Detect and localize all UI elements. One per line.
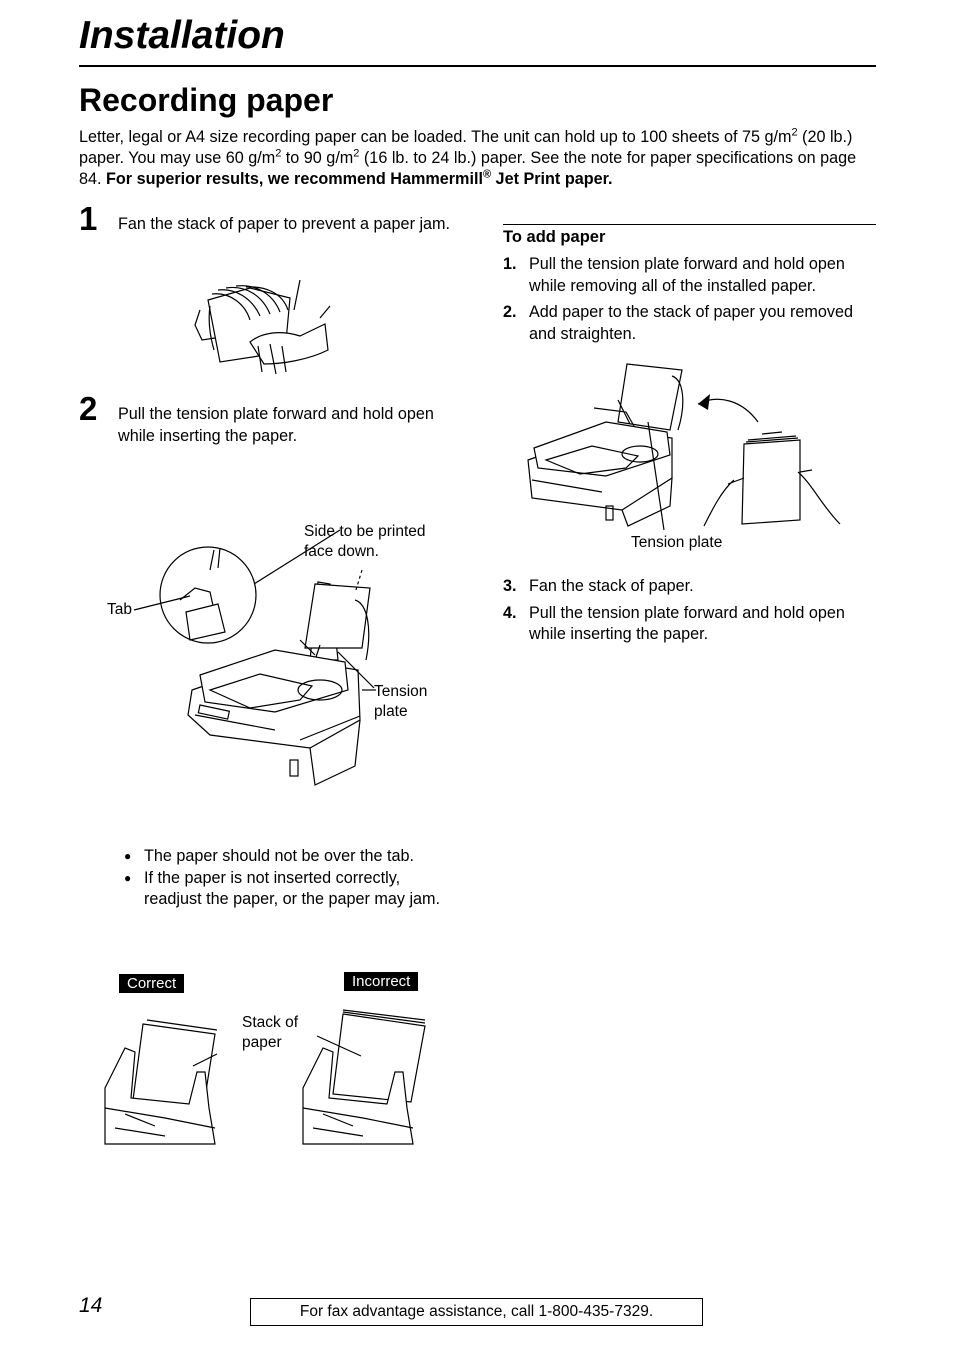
intro-sup-1: 2: [791, 126, 798, 139]
fan-paper-illustration: [194, 279, 331, 375]
intro-text-4: (16 lb. to 24 lb.) paper. See the note f…: [79, 149, 857, 188]
intro-sup-2: 2: [275, 147, 282, 160]
fax-insert-paper-illustration: [133, 529, 376, 786]
registered-mark: ®: [482, 168, 492, 181]
incorrect-badge: Incorrect: [344, 972, 419, 991]
add-paper-rule: [503, 224, 876, 225]
intro-text-3: to 90 g/m: [281, 149, 354, 167]
add-paper-step: 3. Fan the stack of paper.: [503, 576, 878, 598]
side-printed-label: Side to be printed face down.: [304, 523, 426, 560]
intro-text-2: (20 lb.) paper. You may use 60 g/m: [79, 128, 853, 167]
intro-recommend: For superior results, we recommend Hamme…: [106, 170, 483, 188]
add-paper-step: 4. Pull the tension plate forward and hol…: [503, 603, 878, 646]
intro-recommend-end: Jet Print paper.: [491, 170, 613, 188]
add-paper-illustration: [527, 363, 841, 531]
note-item: The paper should not be over the tab.: [124, 846, 454, 868]
step-text: Fan the stack of paper.: [529, 577, 694, 595]
incorrect-stack-illustration: [302, 1009, 426, 1145]
step-1-number: 1: [79, 200, 98, 237]
add-paper-steps-b: 3. Fan the stack of paper. 4. Pull the ten…: [503, 576, 878, 651]
tension-plate-label-2: Tension plate: [631, 534, 723, 551]
step-2-text: Pull the tension plate forward and hold …: [118, 405, 434, 445]
step-marker: 1.: [503, 255, 517, 273]
step-marker: 2.: [503, 303, 517, 321]
intro-sup-3: 2: [353, 147, 360, 160]
correct-badge: Correct: [119, 974, 185, 993]
step-1-text: Fan the stack of paper to prevent a pape…: [118, 215, 451, 233]
section-title: Installation: [79, 14, 285, 57]
tension-plate-label: Tension plate: [374, 683, 428, 720]
page-number: 14: [79, 1294, 103, 1317]
step-text: Pull the tension plate forward and hold …: [529, 603, 845, 644]
stack-of-paper-label: Stack of paper: [242, 1014, 298, 1051]
step-2-number: 2: [79, 390, 98, 427]
step-marker: 4.: [503, 603, 517, 622]
intro-paragraph: Letter, legal or A4 size recording paper…: [79, 127, 879, 190]
add-paper-steps-a: 1. Pull the tension plate forward and hol…: [503, 254, 878, 350]
add-paper-step: 1. Pull the tension plate forward and hol…: [503, 254, 878, 297]
intro-text-1: Letter, legal or A4 size recording paper…: [79, 128, 792, 146]
step-text: Pull the tension plate forward and hold …: [529, 255, 845, 295]
tab-label: Tab: [107, 601, 132, 618]
header-rule: [79, 65, 876, 67]
step-text: Add paper to the stack of paper you remo…: [529, 303, 853, 343]
page-title: Recording paper: [79, 82, 334, 118]
step-marker: 3.: [503, 577, 517, 595]
add-paper-step: 2. Add paper to the stack of paper you re…: [503, 302, 878, 345]
assistance-footer: For fax advantage assistance, call 1-800…: [250, 1298, 703, 1326]
correct-stack-illustration: [104, 1019, 218, 1145]
add-paper-heading: To add paper: [503, 228, 606, 246]
note-item: If the paper is not inserted correctly, …: [124, 868, 454, 911]
notes-list: The paper should not be over the tab. If…: [124, 846, 454, 911]
